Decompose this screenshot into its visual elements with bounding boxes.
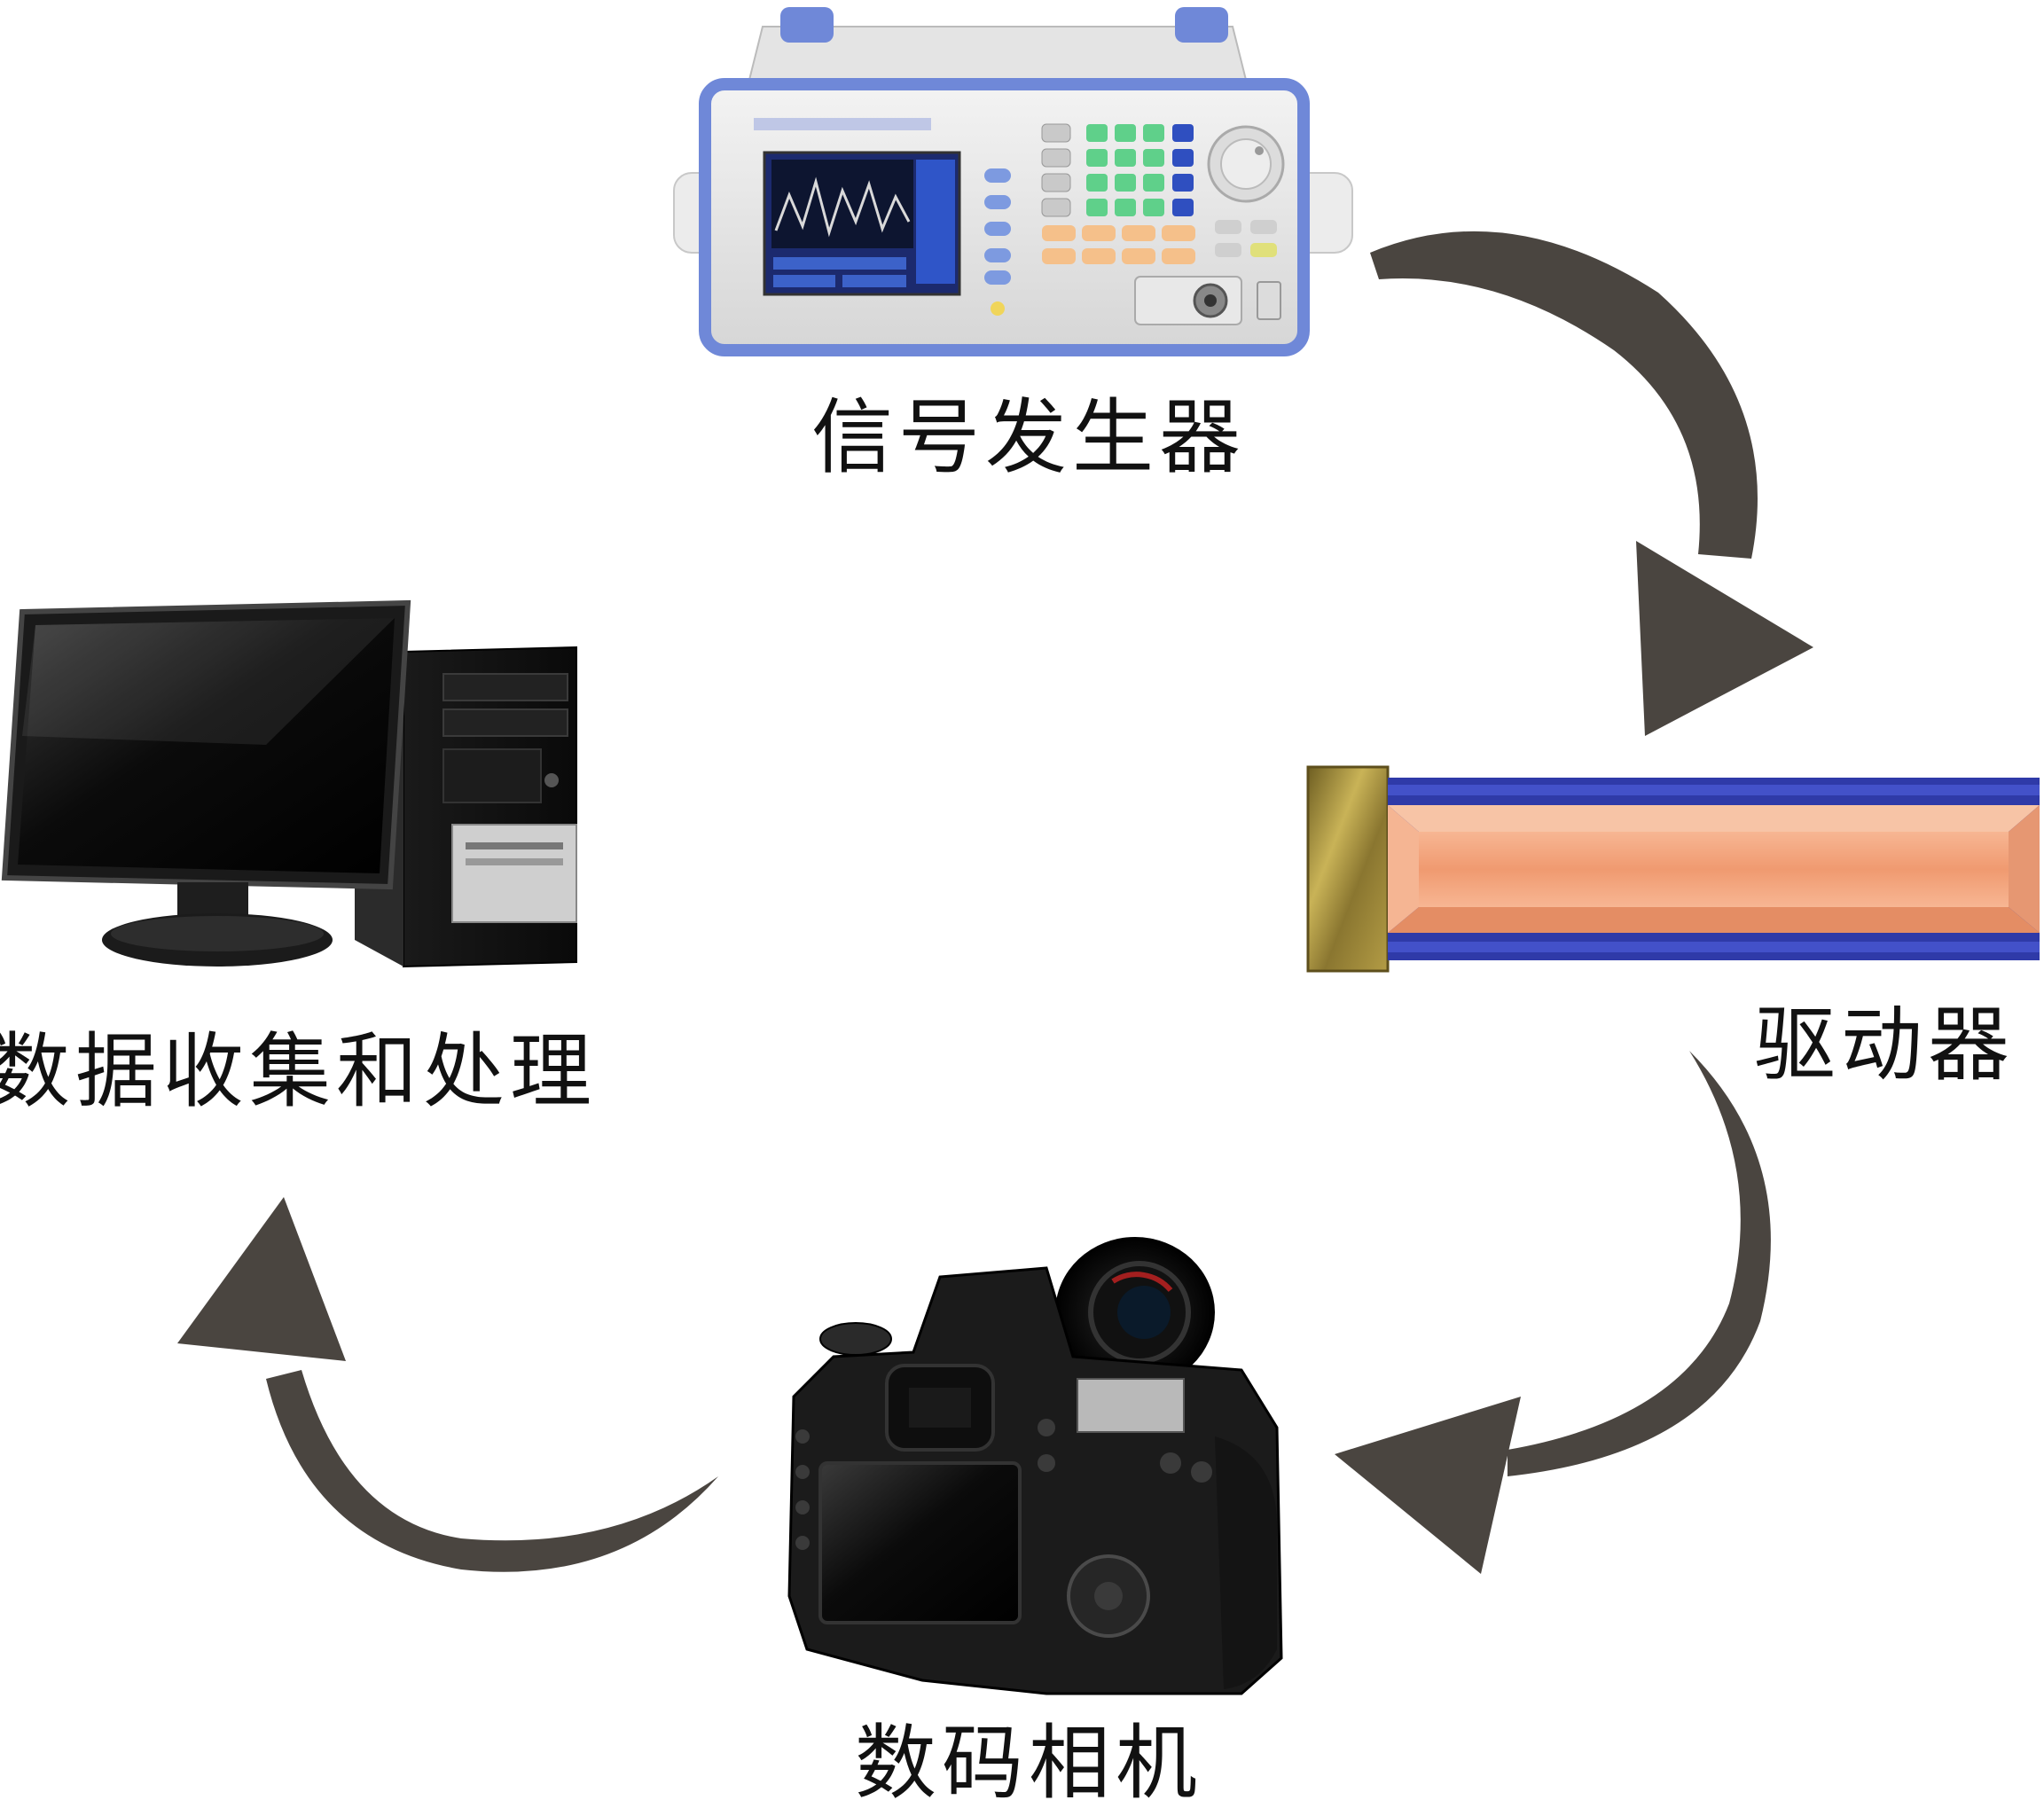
computer-label: 数据收集和处理 [0,1024,597,1119]
arrow-actuator-to-camera [1335,1051,1771,1574]
camera-icon [787,1237,1283,1695]
desktop-computer-icon [1,599,577,968]
arrow-generator-to-actuator [1370,231,1813,736]
actuator-label: 驱动器 [1754,998,2015,1092]
signal-generator-label: 信号发生器 [811,390,1246,485]
signal-generator-icon [673,7,1353,356]
actuator-icon [1306,765,2040,973]
arrow-camera-to-computer [177,1197,718,1572]
camera-label: 数码相机 [855,1716,1202,1804]
